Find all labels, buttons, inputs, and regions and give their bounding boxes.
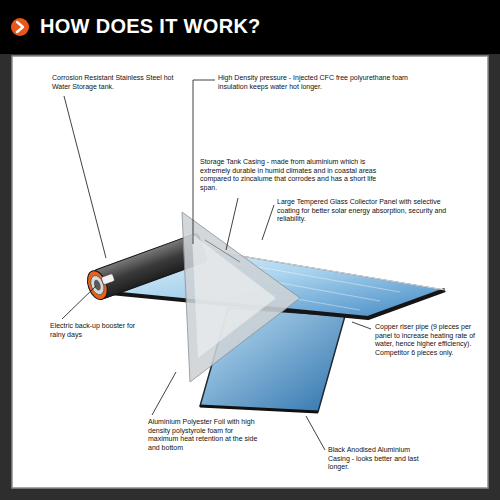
tank-insulation	[84, 268, 111, 302]
callout-label: High Density pressure - Injected CFC fre…	[218, 74, 423, 91]
header-icon	[11, 18, 29, 36]
stand-strut	[205, 240, 240, 262]
header-bar	[0, 0, 500, 54]
leader-line	[152, 372, 176, 415]
callout-label: Aluminium Polyester Foil with high densi…	[148, 418, 258, 452]
leader-line	[306, 416, 325, 450]
callout-label: Storage Tank Casing - made from aluminiu…	[200, 158, 382, 192]
callout-label: Copper riser pipe (9 pieces per panel to…	[375, 323, 480, 357]
leader-line	[262, 205, 274, 240]
header-chevron	[17, 22, 23, 32]
leader-line	[352, 322, 371, 329]
leader-line	[62, 286, 96, 319]
callout-label: Electric back-up booster for rainy days	[50, 322, 145, 339]
page-title: HOW DOES IT WORK?	[40, 15, 261, 38]
booster-element	[101, 273, 115, 285]
tank-core	[93, 279, 102, 291]
leader-line	[226, 198, 238, 250]
callout-label: Corrosion Resistant Stainless Steel hot …	[52, 74, 180, 91]
callout-label: Black Anodised Aluminium Casing - looks …	[328, 446, 430, 472]
leader-line	[64, 96, 106, 258]
lower-panel-edge	[200, 406, 318, 412]
stand-frame-inner	[192, 234, 276, 358]
stand-frame	[182, 212, 300, 382]
content-panel	[12, 56, 488, 488]
callout-label: Large Tempered Glass Collector Panel wit…	[277, 198, 449, 224]
